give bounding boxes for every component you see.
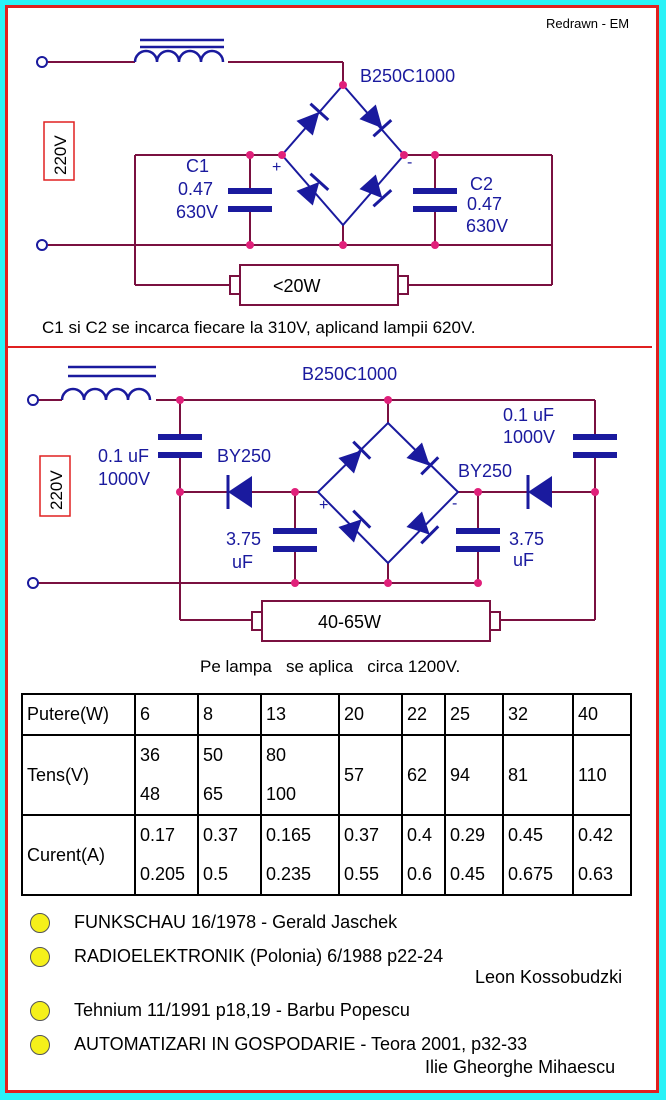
c2-cap-mid-right-value: 3.75	[509, 529, 544, 549]
c2-cap-mid-left-value: 3.75	[226, 529, 261, 549]
c1-plus-sign: +	[272, 159, 281, 176]
bullet-icon	[30, 1035, 50, 1055]
c2-diode-right-label: BY250	[458, 461, 512, 481]
reference-text: FUNKSCHAU 16/1978 - Gerald Jaschek	[74, 912, 398, 932]
table-cell: 50	[197, 734, 262, 775]
bullet-icon	[30, 1001, 50, 1021]
table-cell: 81	[502, 734, 574, 816]
table-cell: 65	[197, 775, 262, 816]
c2-cap-left-value: 0.1 uF	[98, 446, 149, 466]
table-cell: 0.235	[260, 855, 340, 896]
table-row-curent-bottom: 0.205 0.5 0.235 0.55 0.6 0.45 0.675 0.63	[22, 855, 632, 896]
table-cell: 0.45	[502, 814, 574, 855]
table-cell: 0.675	[502, 855, 574, 896]
table-cell: 0.45	[444, 855, 504, 896]
bullet-icon	[30, 947, 50, 967]
c1-cap2-voltage: 630V	[466, 216, 508, 236]
table-cell: 62	[401, 734, 446, 816]
table-row-putere: Putere(W) 6 8 13 20 22 25 32 40	[21, 693, 632, 736]
c2-cap-mid-right-unit: uF	[513, 550, 534, 570]
c2-voltage-label: 220V	[47, 470, 66, 510]
table-cell: 25	[444, 693, 504, 736]
table-cell: 36	[134, 734, 199, 775]
table-cell: 0.165	[260, 814, 340, 855]
lamp-data-table: Putere(W) 6 8 13 20 22 25 32 40 Tens(V) …	[21, 693, 632, 896]
table-cell: 110	[572, 734, 632, 816]
table-cell: 80	[260, 734, 340, 775]
table-cell: 0.205	[134, 855, 199, 896]
c1-cap1-name: C1	[186, 156, 209, 176]
circuit-1: 220V B250C1000 C1 0.47 630V C2 0.47 630V…	[36, 38, 553, 337]
table-cell: 57	[338, 734, 403, 816]
table-cell: 0.4	[401, 814, 446, 855]
schematic: Redrawn - EM	[8, 16, 652, 676]
c2-diode-left-label: BY250	[217, 446, 271, 466]
diagram-frame	[5, 5, 659, 1093]
table-cell: 22	[401, 693, 446, 736]
table-cell: 13	[260, 693, 340, 736]
c2-plus-sign: +	[319, 497, 328, 514]
table-cell: 0.55	[338, 855, 403, 896]
table-row-tens-top: Tens(V) 36 50 80 57 62 94 81 110	[21, 734, 632, 816]
c2-cap-right-value: 0.1 uF	[503, 405, 554, 425]
table-row-tens-bottom: 48 65 100	[22, 775, 631, 816]
c1-cap1-value: 0.47	[178, 179, 213, 199]
reference-text: Tehnium 11/1991 p18,19 - Barbu Popescu	[74, 1000, 410, 1020]
table-cell: 0.6	[401, 855, 446, 896]
table-cell: 8	[197, 693, 262, 736]
table-row-curent-top: Curent(A) 0.17 0.37 0.165 0.37 0.4 0.29 …	[21, 814, 632, 896]
c1-bridge-label: B250C1000	[360, 66, 455, 86]
c1-cap2-name: C2	[470, 174, 493, 194]
bullet-icon	[30, 913, 50, 933]
c1-lamp-label: <20W	[273, 276, 321, 296]
reference-author: Ilie Gheorghe Mihaescu	[425, 1057, 616, 1077]
table-cell: 6	[134, 693, 199, 736]
tens-label: Tens(V)	[21, 734, 136, 816]
c2-cap-left-voltage: 1000V	[98, 469, 150, 489]
table-cell: 0.5	[197, 855, 262, 896]
c1-note: C1 si C2 se incarca fiecare la 310V, apl…	[42, 318, 475, 337]
putere-label: Putere(W)	[21, 693, 136, 736]
c1-voltage-label: 220V	[51, 135, 70, 175]
table-cell: 0.17	[134, 814, 199, 855]
c2-cap-mid-left-unit: uF	[232, 552, 253, 572]
c1-cap1-voltage: 630V	[176, 202, 218, 222]
curent-label: Curent(A)	[21, 814, 136, 896]
table-cell: 0.42	[572, 814, 632, 855]
table-cell: 94	[444, 734, 504, 816]
table-cell: 40	[572, 693, 632, 736]
c2-cap-right-voltage: 1000V	[503, 427, 555, 447]
c2-bridge-label: B250C1000	[302, 364, 397, 384]
c2-lamp-label: 40-65W	[318, 612, 381, 632]
table-cell: 100	[260, 775, 340, 816]
c2-note: Pe lampa se aplica circa 1200V.	[200, 657, 460, 676]
reference-text: AUTOMATIZARI IN GOSPODARIE - Teora 2001,…	[74, 1034, 528, 1054]
c1-cap2-value: 0.47	[467, 194, 502, 214]
circuit-2: 220V B250C1000 0.1 uF 1000V 0.1 uF 1000V…	[27, 364, 617, 676]
table-cell: 0.63	[572, 855, 632, 896]
reference-author: Leon Kossobudzki	[475, 967, 623, 987]
c2-minus-sign: -	[452, 495, 457, 512]
credit-text: Redrawn - EM	[546, 16, 629, 31]
table-cell: 0.37	[338, 814, 403, 855]
table-cell: 32	[502, 693, 574, 736]
reference-text: RADIOELEKTRONIK (Polonia) 6/1988 p22-24	[74, 946, 444, 966]
table-cell: 0.29	[444, 814, 504, 855]
table-cell: 48	[134, 775, 199, 816]
c1-minus-sign: -	[407, 154, 412, 171]
table-cell: 0.37	[197, 814, 262, 855]
table-cell: 20	[338, 693, 403, 736]
